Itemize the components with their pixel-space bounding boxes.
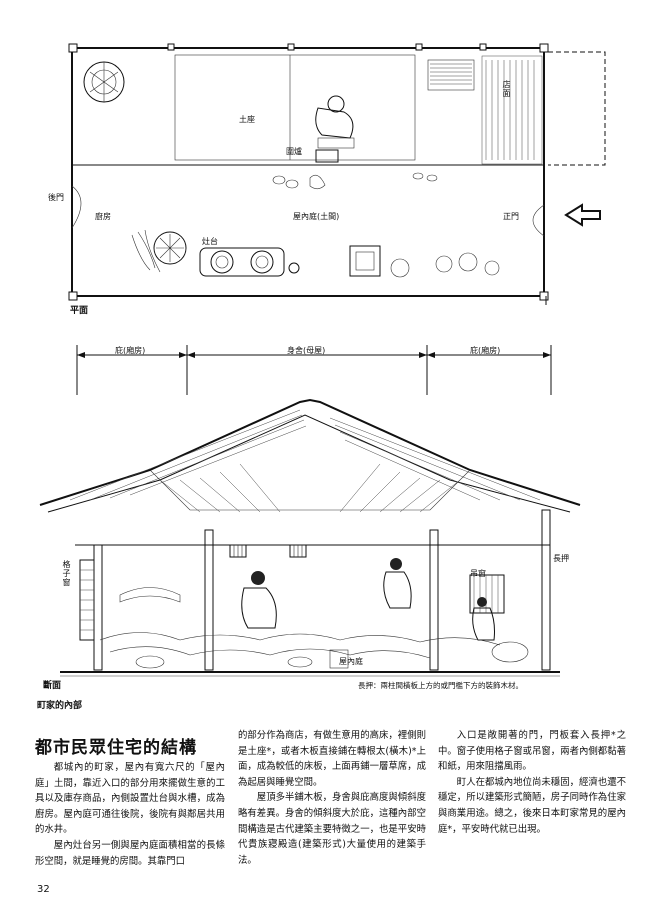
plan-small-items: [272, 172, 438, 190]
label-ting-left: 庇(廂房): [115, 346, 146, 355]
label-chufang: 廚房: [95, 212, 111, 221]
straw-mat: [427, 59, 475, 91]
paragraph-3: 屋頂多半鋪木板，身舍與庇高度與傾斜度略有差異。身舍的傾斜度大於庇，這種內部空間構…: [238, 792, 426, 866]
article-title: 都市民眾住宅的結構: [35, 738, 197, 758]
paragraph-1: 都城內的町家，屋內有寬六尺的「屋內庭」土間，靠近入口的部分用來擺做生意的工具以及…: [35, 762, 225, 836]
dimension-line: [76, 345, 552, 395]
label-weilu: 圍爐: [286, 147, 302, 156]
paragraph-5: 町人在都城內地位尚未穩固，經濟也還不穩定，所以建築形式簡陋，房子同時作為住家與商…: [438, 776, 626, 835]
figure-caption: 町家的內部: [37, 701, 83, 711]
label-changya: 長押: [553, 554, 569, 563]
section-note: 長押：兩柱間橫板上方的或門檻下方的裝飾木材。: [358, 681, 523, 690]
plan-posts: [68, 43, 549, 301]
section-caption: 斷面: [43, 681, 62, 691]
section-drawing: [39, 345, 581, 677]
label-diaochuang: 吊窗: [470, 569, 486, 578]
basket-items: [390, 252, 500, 278]
label-dianmian: 店面: [502, 80, 511, 98]
label-gezichuang: 格子窗: [62, 560, 71, 587]
label-zaotai: 灶台: [202, 237, 218, 246]
floor-plan-drawing: [68, 43, 606, 305]
roof: [39, 398, 581, 513]
paragraph-2-part: 屋內灶台另一側與屋內庭面積相當的長條形空間，就是睡覺的房間。其靠門口: [35, 839, 225, 867]
label-wuneiting-section: 屋內庭: [339, 657, 363, 666]
stove-drawing: [199, 247, 300, 277]
entrance-arrow-icon: [564, 203, 601, 227]
label-zhengmen: 正門: [503, 212, 519, 221]
section-windows: [229, 544, 505, 614]
label-ting-right: 庇(廂房): [470, 346, 501, 355]
label-wuneiting: 屋內庭(土間): [293, 212, 340, 221]
article-column-1: 都城內的町家，屋內有寬六尺的「屋內庭」土間，靠近入口的部分用來擺做生意的工具以及…: [35, 760, 225, 869]
well-drawing: [83, 61, 125, 103]
label-houmen: 後門: [48, 193, 64, 202]
section-figures: [241, 558, 495, 641]
page-number: 32: [37, 884, 50, 895]
section-posts: [93, 509, 551, 671]
article-column-2: 的部分作為商店，有做生意用的高床，裡側則是土座*，或者木板直接鋪在轉根太(橫木)…: [238, 728, 426, 868]
paragraph-4: 入口是敞開著的門，門板套入長押*之中。窗子使用格子窗或吊窗，兩者內側都黏著和紙，…: [438, 730, 626, 773]
paragraph-2-cont: 的部分作為商店，有做生意用的高床，裡側則是土座*，或者木板直接鋪在轉根太(橫木)…: [238, 730, 426, 788]
floor-goods: [99, 587, 529, 669]
label-shenshe: 身舍(母屋): [287, 346, 326, 355]
plan-caption: 平面: [70, 306, 89, 316]
shop-floor-hatch: [481, 55, 543, 165]
kitchen-items: [131, 229, 187, 273]
article-column-3: 入口是敞開著的門，門板套入長押*之中。窗子使用格子窗或吊窗，兩者內側都黏著和紙，…: [438, 728, 626, 837]
seated-figure: [315, 95, 355, 149]
label-tuzuo: 土座: [239, 115, 255, 124]
